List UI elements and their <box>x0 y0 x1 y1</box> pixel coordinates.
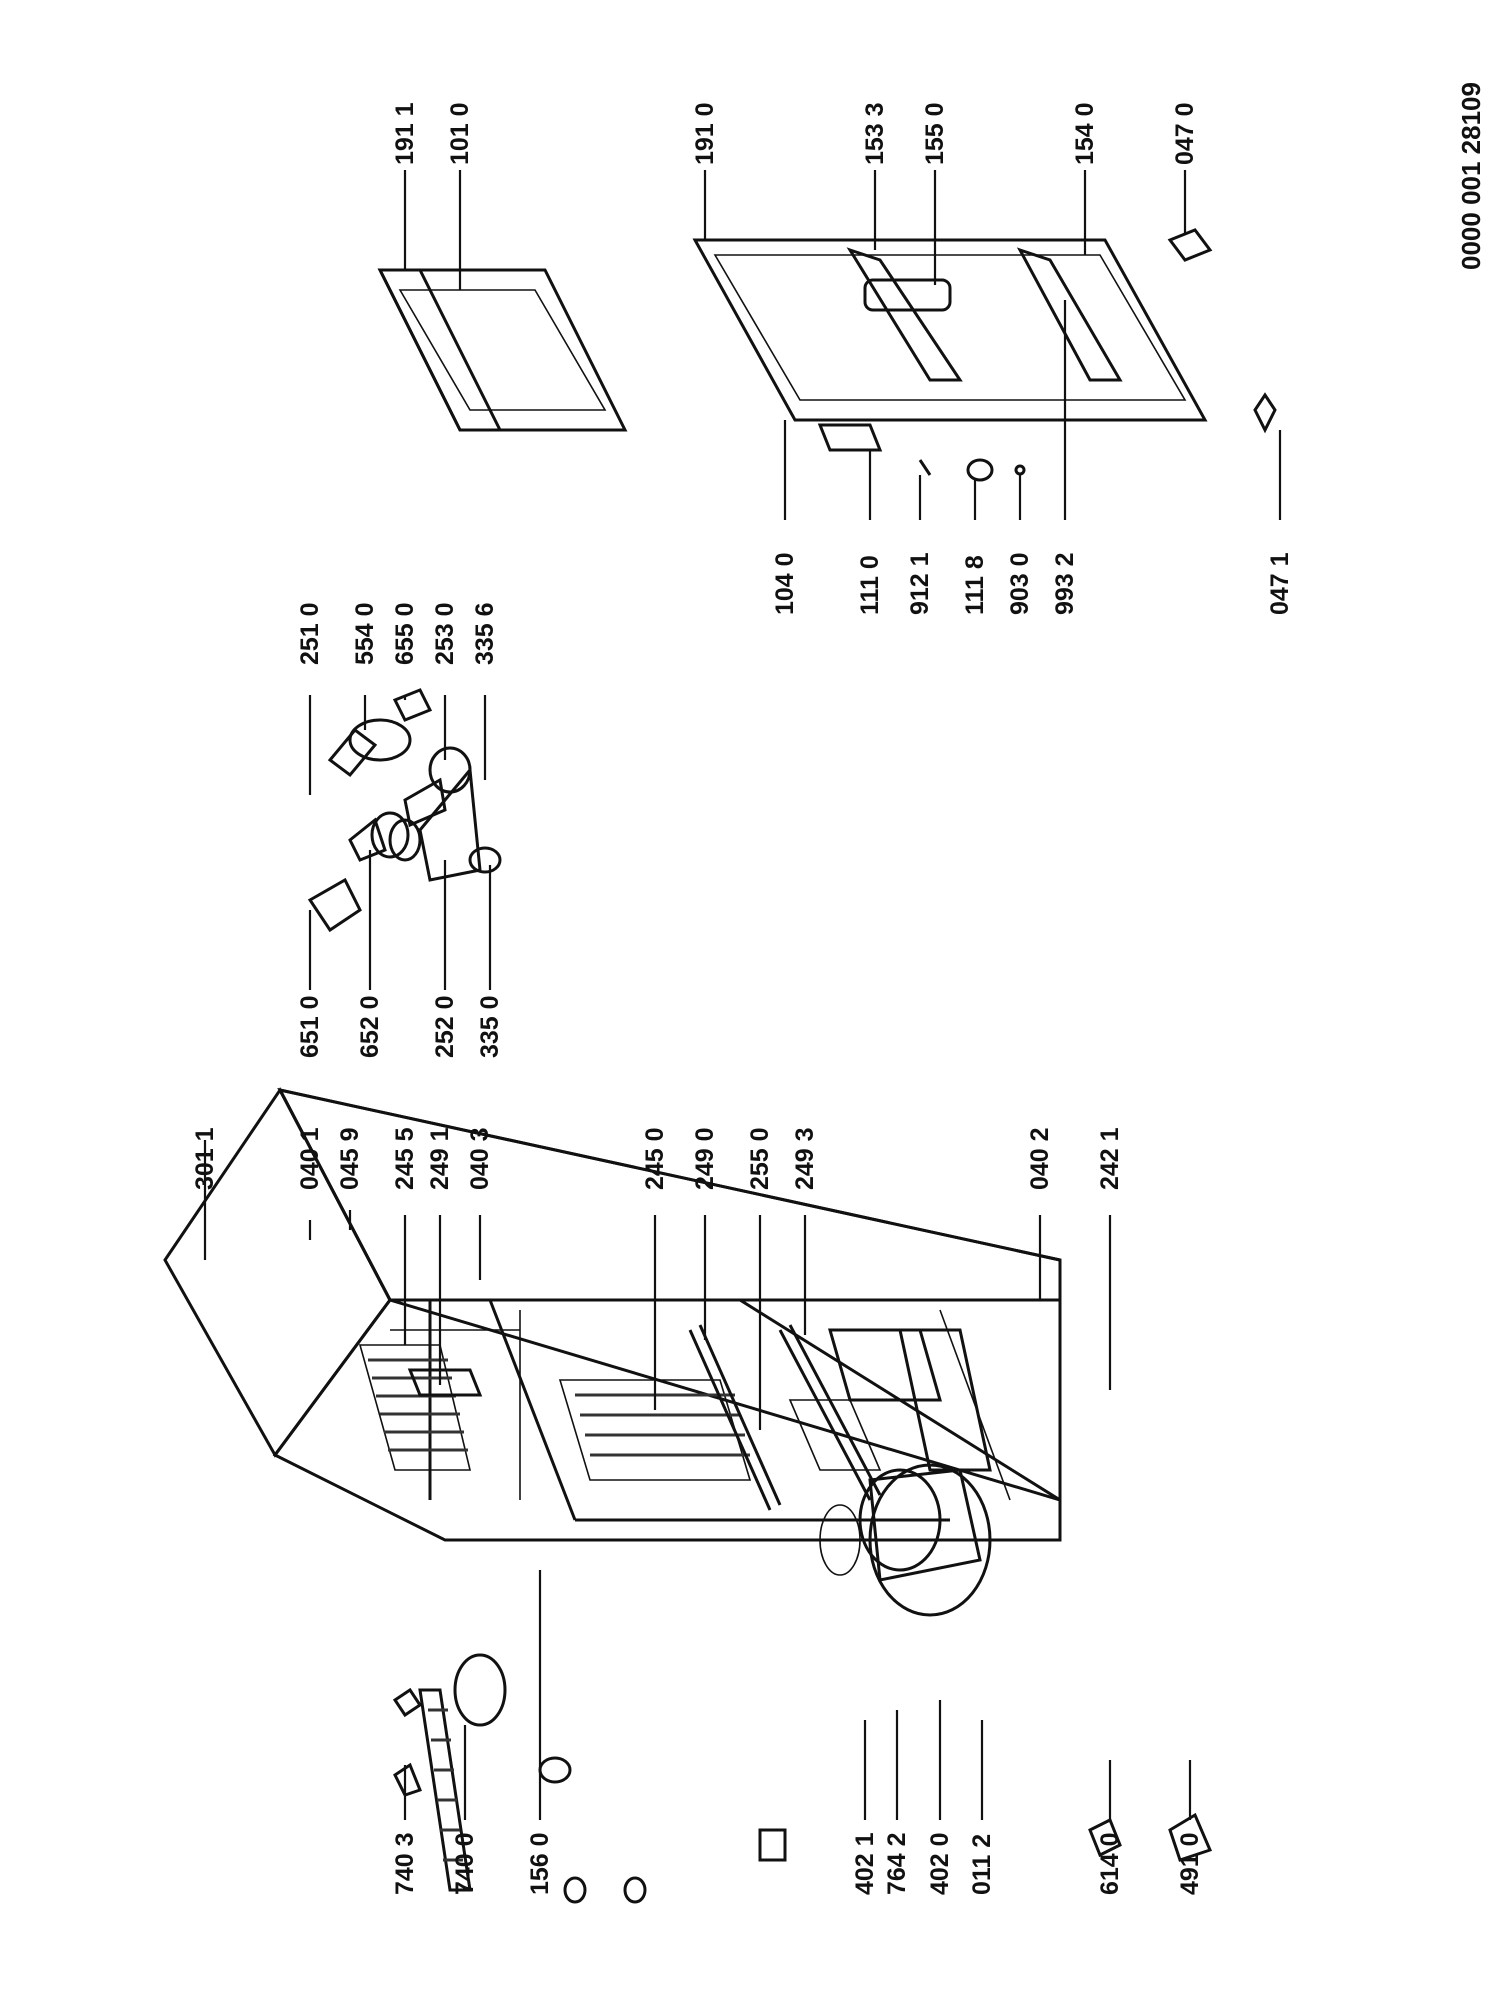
label-651-0: 651 0 <box>296 995 324 1058</box>
label-104-0: 104 0 <box>771 552 799 615</box>
label-245-0: 245 0 <box>641 1127 669 1190</box>
freezer-door <box>377 268 628 432</box>
label-253-0: 253 0 <box>431 602 459 665</box>
label-335-0: 335 0 <box>476 995 504 1058</box>
label-249-0: 249 0 <box>691 1127 719 1190</box>
label-045-9: 045 9 <box>336 1127 364 1190</box>
label-040-2: 040 2 <box>1026 1127 1054 1190</box>
label-740-0: 740 0 <box>451 1832 479 1895</box>
label-249-3: 249 3 <box>791 1127 819 1190</box>
thermostat-assembly <box>307 688 502 933</box>
label-252-0: 252 0 <box>431 995 459 1058</box>
label-040-3: 040 3 <box>466 1127 494 1190</box>
label-764-2: 764 2 <box>883 1832 911 1895</box>
label-652-0: 652 0 <box>356 995 384 1058</box>
label-301-1: 301 1 <box>191 1127 219 1190</box>
condenser-coil <box>418 1688 472 1892</box>
label-402-1: 402 1 <box>851 1832 879 1895</box>
label-011-2: 011 2 <box>968 1834 996 1895</box>
fridge-door <box>692 238 1208 452</box>
cabinet-body <box>163 1087 1062 1542</box>
compressor <box>760 1463 992 1617</box>
label-249-1: 249 1 <box>426 1127 454 1190</box>
label-554-0: 554 0 <box>351 602 379 665</box>
label-153-3: 153 3 <box>861 102 889 165</box>
leader-lines <box>203 170 1282 1820</box>
label-047-1: 047 1 <box>1266 552 1294 615</box>
label-154-0: 154 0 <box>1071 102 1099 165</box>
label-335-6: 335 6 <box>471 602 499 665</box>
label-191-0: 191 0 <box>691 102 719 165</box>
label-040-1: 040 1 <box>296 1127 324 1190</box>
evaporator-grid <box>358 1344 483 1471</box>
small-parts-left <box>392 1653 1213 1904</box>
label-242-1: 242 1 <box>1096 1127 1124 1190</box>
label-111-0: 111 0 <box>856 555 884 615</box>
label-101-0: 101 0 <box>446 102 474 165</box>
label-655-0: 655 0 <box>391 602 419 665</box>
label-155-0: 155 0 <box>921 102 949 165</box>
label-903-0: 903 0 <box>1006 552 1034 615</box>
label-245-5: 245 5 <box>391 1127 419 1190</box>
document-code: 0000 001 28109 <box>1456 82 1486 270</box>
fridge-shelves <box>558 1324 992 1511</box>
label-491-0: 491 0 <box>1176 1832 1204 1895</box>
label-740-3: 740 3 <box>391 1832 419 1895</box>
label-912-1: 912 1 <box>906 552 934 615</box>
label-156-0: 156 0 <box>526 1832 554 1895</box>
label-993-2: 993 2 <box>1051 552 1079 615</box>
door-small-parts <box>918 228 1277 482</box>
label-255-0: 255 0 <box>746 1127 774 1190</box>
label-111-8: 111 8 <box>961 555 989 615</box>
label-251-0: 251 0 <box>296 602 324 665</box>
label-047-0: 047 0 <box>1171 102 1199 165</box>
label-402-0: 402 0 <box>926 1832 954 1895</box>
label-191-1: 191 1 <box>391 102 419 165</box>
label-614-0: 614 0 <box>1096 1832 1124 1895</box>
